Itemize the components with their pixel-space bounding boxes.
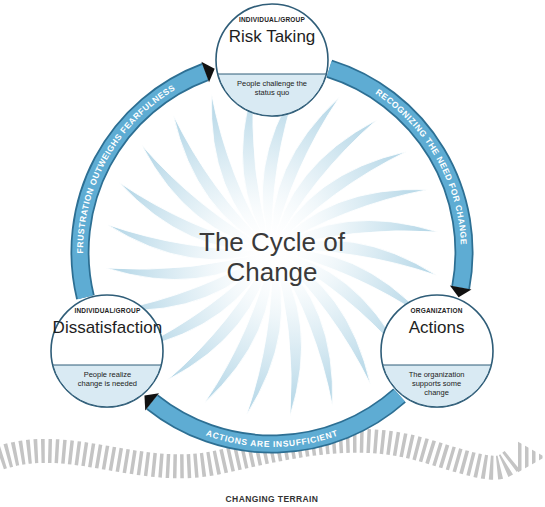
circle-segment [218, 74, 326, 116]
node-description: The organization supports some change [400, 370, 474, 397]
node-description: People challenge the status quo [235, 79, 309, 97]
arrow-label: RECOGNIZING THE NEED FOR CHANGE [374, 87, 469, 245]
node-category: INDIVIDUAL/GROUP [214, 16, 330, 23]
arrow-band-outline [152, 396, 399, 444]
node-heading: Actions [379, 317, 495, 339]
circle-segment [53, 365, 161, 407]
cycle-stage-circle: INDIVIDUAL/GROUP DissatisfactionPeople re… [49, 293, 165, 409]
cycle-arrow: ACTIONS ARE INSUFFICIENT [144, 393, 399, 449]
arrow-band [152, 395, 400, 444]
arrow-label: FRUSTRATION OUTWEIGHS FEARFULNESS [75, 82, 177, 253]
node-category: ORGANIZATION [379, 307, 495, 314]
terrain-label: CHANGING TERRAIN [172, 494, 372, 504]
arrowhead [450, 285, 472, 297]
arrow-label-path: FRUSTRATION OUTWEIGHS FEARFULNESS [75, 82, 177, 253]
node-heading: Dissatisfaction [49, 317, 165, 339]
node-heading: Risk Taking [214, 26, 330, 48]
arrowhead [144, 393, 159, 410]
arrow-label: ACTIONS ARE INSUFFICIENT [205, 428, 340, 449]
arrow-label-path: ACTIONS ARE INSUFFICIENT [205, 428, 340, 449]
cycle-stage-circle: INDIVIDUAL/GROUP Risk TakingPeople challe… [214, 2, 330, 118]
cycle-arrow: RECOGNIZING THE NEED FOR CHANGE [329, 69, 471, 298]
cycle-stage-circle: ORGANIZATION ActionsThe organization supp… [379, 293, 495, 409]
node-category: INDIVIDUAL/GROUP [49, 307, 165, 314]
cycle-arrow: FRUSTRATION OUTWEIGHS FEARFULNESS [75, 62, 215, 298]
arrow-label-path: RECOGNIZING THE NEED FOR CHANGE [374, 87, 469, 245]
arrowhead [201, 62, 214, 83]
diagram-title: The Cycle of Change [187, 227, 357, 287]
node-description: People realize change is needed [70, 370, 144, 388]
circle-segment [382, 365, 490, 407]
terrain-arrowhead [515, 440, 545, 474]
